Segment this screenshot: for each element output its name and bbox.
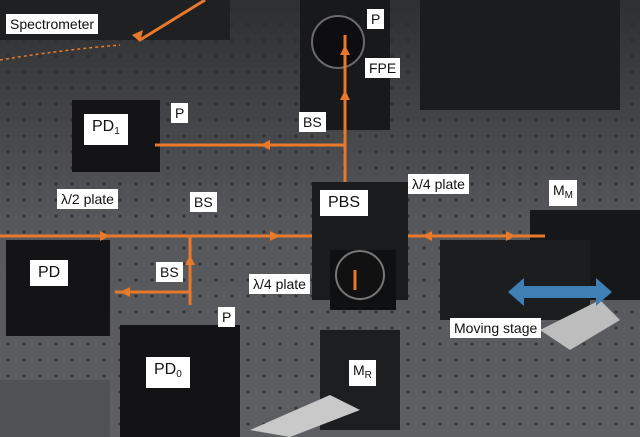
moving-stage-body <box>440 240 590 320</box>
p-left-label: P <box>171 103 189 123</box>
bs-top-label: BS <box>299 112 326 132</box>
pd-body <box>6 240 110 336</box>
bs-low-label: BS <box>156 262 183 282</box>
quarter-wave-plate-right-label: λ/4 plate <box>408 174 469 194</box>
clamp-fork <box>250 395 360 437</box>
pd0-label: PD0 <box>146 357 190 388</box>
p-low-label: P <box>218 307 236 327</box>
moving-stage-label: Moving stage <box>450 318 542 338</box>
pbs-label: PBS <box>320 190 369 216</box>
quarter-wave-plate-low-label: λ/4 plate <box>249 274 310 294</box>
mr-label: MR <box>349 360 376 386</box>
spectrometer-label: Spectrometer <box>6 14 99 34</box>
fpe-label: FPE <box>365 58 401 78</box>
upper-right-optics <box>420 0 620 110</box>
mm-label: MM <box>549 180 578 206</box>
bs-mid-label: BS <box>190 192 217 212</box>
half-wave-plate-label: λ/2 plate <box>57 189 118 209</box>
beam-arrowheads <box>100 30 516 297</box>
pd1-label: PD1 <box>84 114 128 145</box>
p-top-label: P <box>367 9 385 29</box>
pd-label: PD <box>30 260 69 286</box>
moving-stage-arrow <box>508 278 612 306</box>
